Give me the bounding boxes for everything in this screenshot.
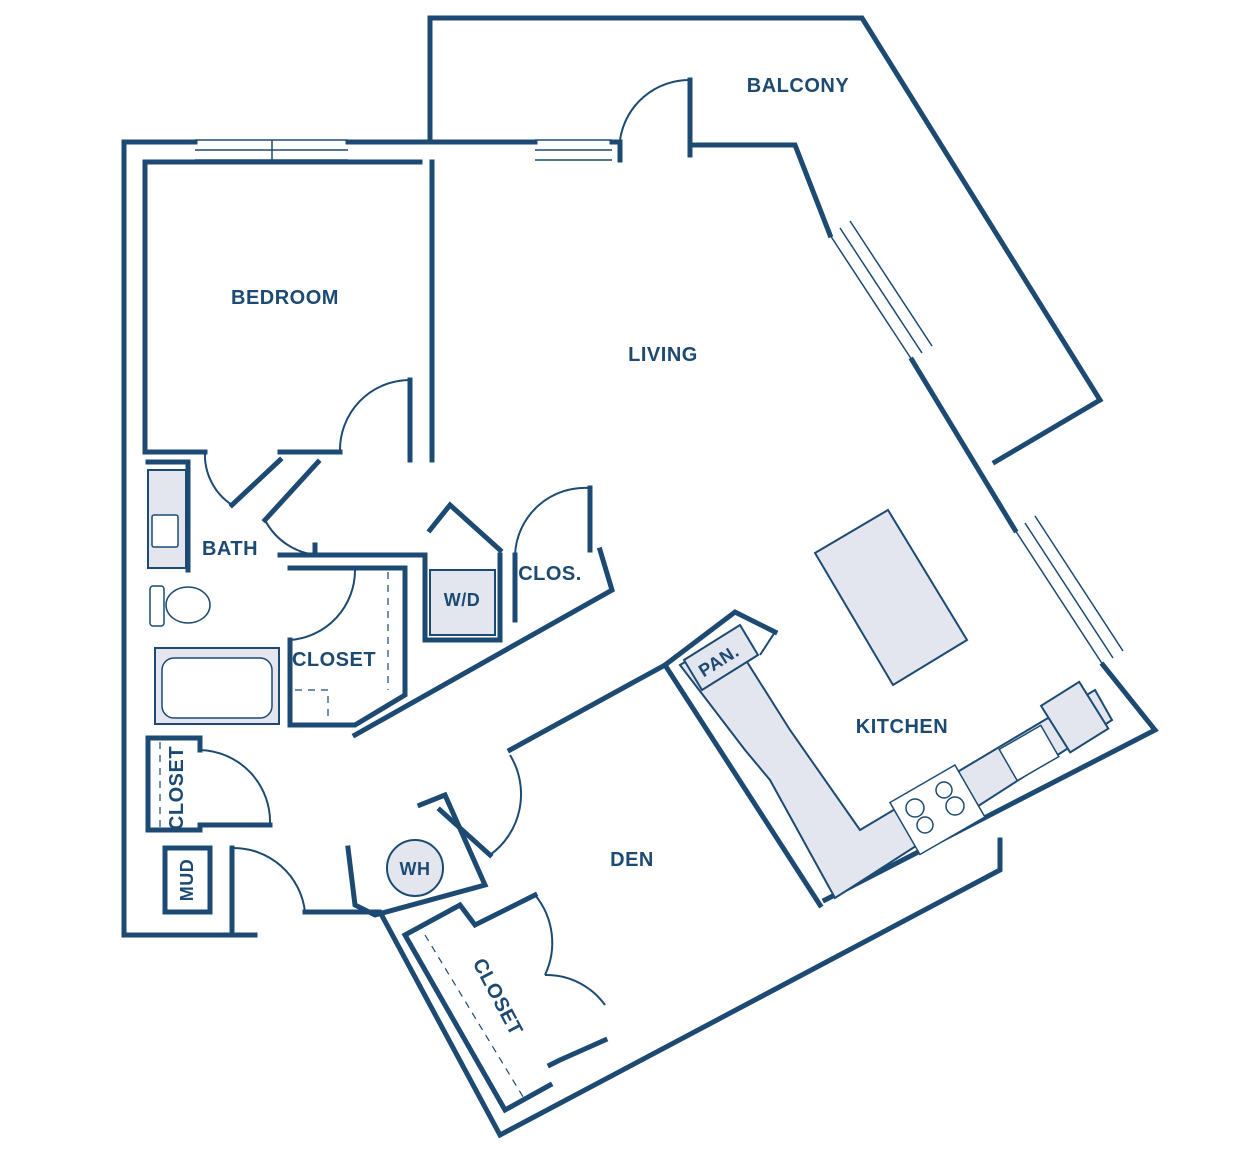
den-left-wall — [436, 806, 494, 859]
room-label-wh: WH — [400, 859, 431, 879]
living-top-right-wall — [692, 142, 834, 239]
room-label-mud: MUD — [177, 859, 197, 902]
washer-dryer — [429, 569, 496, 636]
room-label-closet-bath: CLOSET — [292, 649, 376, 671]
room-label-den: DEN — [610, 849, 654, 871]
burner-4 — [945, 796, 965, 816]
range — [888, 763, 986, 856]
hall-diagonal-wall — [351, 546, 615, 739]
fixtures — [147, 469, 1114, 1101]
mud-wall — [162, 845, 213, 915]
bathtub-basin — [161, 657, 273, 719]
den-closet-door-right — [544, 973, 606, 1006]
water-heater — [386, 839, 444, 897]
room-label-balcony: BALCONY — [747, 75, 850, 97]
den-closet-door-left — [534, 894, 554, 976]
balcony-door-swing — [619, 78, 691, 141]
closet-top-wall — [277, 542, 428, 558]
room-label-living: LIVING — [628, 344, 698, 366]
den-closet-shelf — [424, 934, 526, 1101]
bedroom-door-swing — [338, 379, 411, 453]
wd-clos-wall — [426, 485, 593, 554]
kitchen-island — [813, 508, 969, 687]
living-window-top — [535, 139, 612, 161]
entry-wall — [229, 837, 1003, 1139]
pantry — [682, 623, 760, 692]
room-label-closet-den: CLOSET — [468, 955, 527, 1040]
room-label-wd: W/D — [444, 590, 481, 610]
hall-closet-wall — [145, 735, 273, 833]
den-door-swing — [489, 754, 523, 856]
burner-3 — [916, 816, 934, 834]
burner-1 — [905, 798, 925, 818]
bath-door-wall — [228, 456, 322, 524]
closet-inner-wall — [287, 565, 408, 728]
bath-door-swing — [203, 451, 233, 506]
bedroom-window — [195, 139, 348, 161]
bedroom-inner-wall — [142, 159, 423, 453]
wh-closet-wall — [345, 791, 489, 918]
room-label-closet-hall: CLOSET — [166, 746, 188, 830]
room-label-bedroom: BEDROOM — [231, 287, 339, 309]
refrigerator — [1039, 680, 1110, 754]
top-wall-left — [121, 139, 258, 938]
room-label-bath: BATH — [202, 538, 258, 560]
toilet-tank — [149, 585, 165, 627]
doors — [199, 78, 777, 1006]
top-wall-right — [609, 139, 623, 163]
burner-2 — [935, 781, 953, 799]
den-closet-wall — [401, 891, 609, 1114]
kitchen-sink — [998, 724, 1060, 782]
bath-sink — [151, 514, 179, 548]
hall-closet-door-swing — [199, 749, 272, 826]
windows — [195, 139, 1124, 666]
balcony-wall — [427, 15, 1104, 466]
bath-closet-shelf — [295, 572, 389, 720]
pantry-door-swing — [734, 611, 777, 656]
walls — [121, 15, 1159, 1139]
living-right-wall — [908, 356, 1019, 534]
room-label-clos: CLOS. — [518, 563, 582, 585]
room-label-kitchen: KITCHEN — [856, 716, 948, 738]
clos-door-swing — [514, 486, 591, 556]
entry-door-swing — [231, 846, 306, 913]
toilet-bowl — [165, 586, 211, 624]
living-window-right — [829, 220, 933, 361]
bath-closet-door-swing — [289, 569, 357, 641]
kitchen-window — [1014, 515, 1124, 666]
bath-left-wall — [145, 459, 191, 573]
bath-hall-door-swing — [264, 519, 319, 556]
